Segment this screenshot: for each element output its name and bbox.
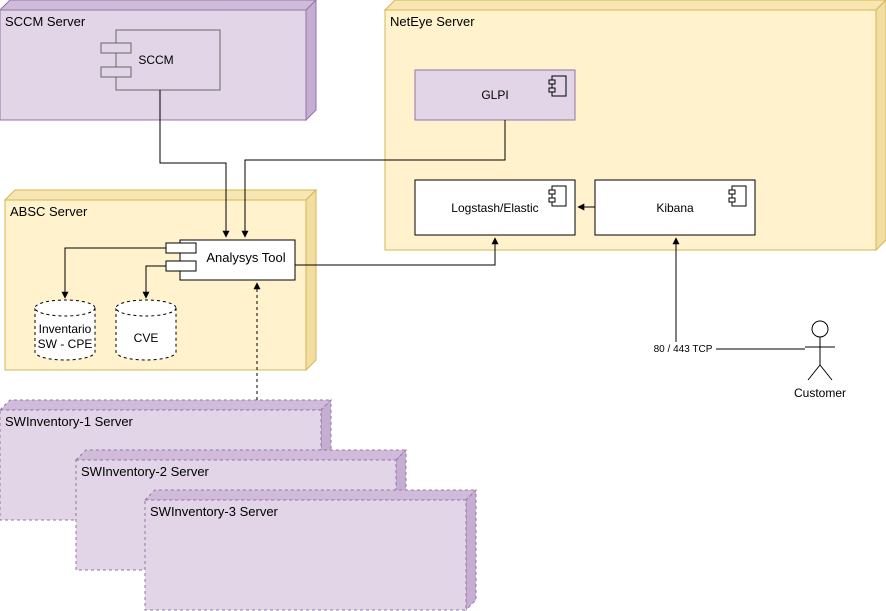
edge-analysys-to-inventario <box>61 247 166 299</box>
customer-port-label-group: 80 / 443 TCP <box>650 342 716 355</box>
edge-analysys-to-logstash <box>295 237 499 266</box>
sccm-label: SCCM <box>138 53 173 67</box>
cve-label: CVE <box>134 331 159 345</box>
analysys-tool-label: Analysys Tool <box>206 250 285 265</box>
swinventory-3-label: SWInventory-3 Server <box>150 504 279 519</box>
neteye-server-label: NetEye Server <box>390 14 475 29</box>
swinventory-2-label: SWInventory-2 Server <box>81 464 210 479</box>
edge-glpi-to-analysys <box>241 120 506 238</box>
inventario-label-line2: SW - CPE <box>38 337 93 351</box>
customer-port-label: 80 / 443 TCP <box>654 344 713 355</box>
kibana-label: Kibana <box>656 201 694 215</box>
absc-server-label: ABSC Server <box>10 204 88 219</box>
inventario-database: Inventario SW - CPE <box>34 299 96 361</box>
kibana-component: Kibana <box>594 179 756 236</box>
logstash-label: Logstash/Elastic <box>451 201 538 215</box>
swinventory-1-label: SWInventory-1 Server <box>5 414 134 429</box>
cve-database: CVE <box>115 299 177 361</box>
analysys-tool-component: Analysys Tool <box>165 239 296 281</box>
sccm-component: SCCM <box>100 29 221 91</box>
sccm-server-label: SCCM Server <box>5 14 86 29</box>
edge-analysys-to-cve <box>142 265 166 299</box>
edge-sccm-to-analysys <box>159 90 230 238</box>
customer-actor <box>805 320 835 381</box>
glpi-label: GLPI <box>481 88 508 102</box>
logstash-component: Logstash/Elastic <box>414 179 576 236</box>
inventario-label-line1: Inventario <box>39 322 92 336</box>
customer-label: Customer <box>794 386 846 400</box>
swinventory-3-server-node: SWInventory-3 Server <box>143 488 478 611</box>
edge-customer-to-kibana <box>672 237 805 350</box>
glpi-component: GLPI <box>414 69 576 121</box>
